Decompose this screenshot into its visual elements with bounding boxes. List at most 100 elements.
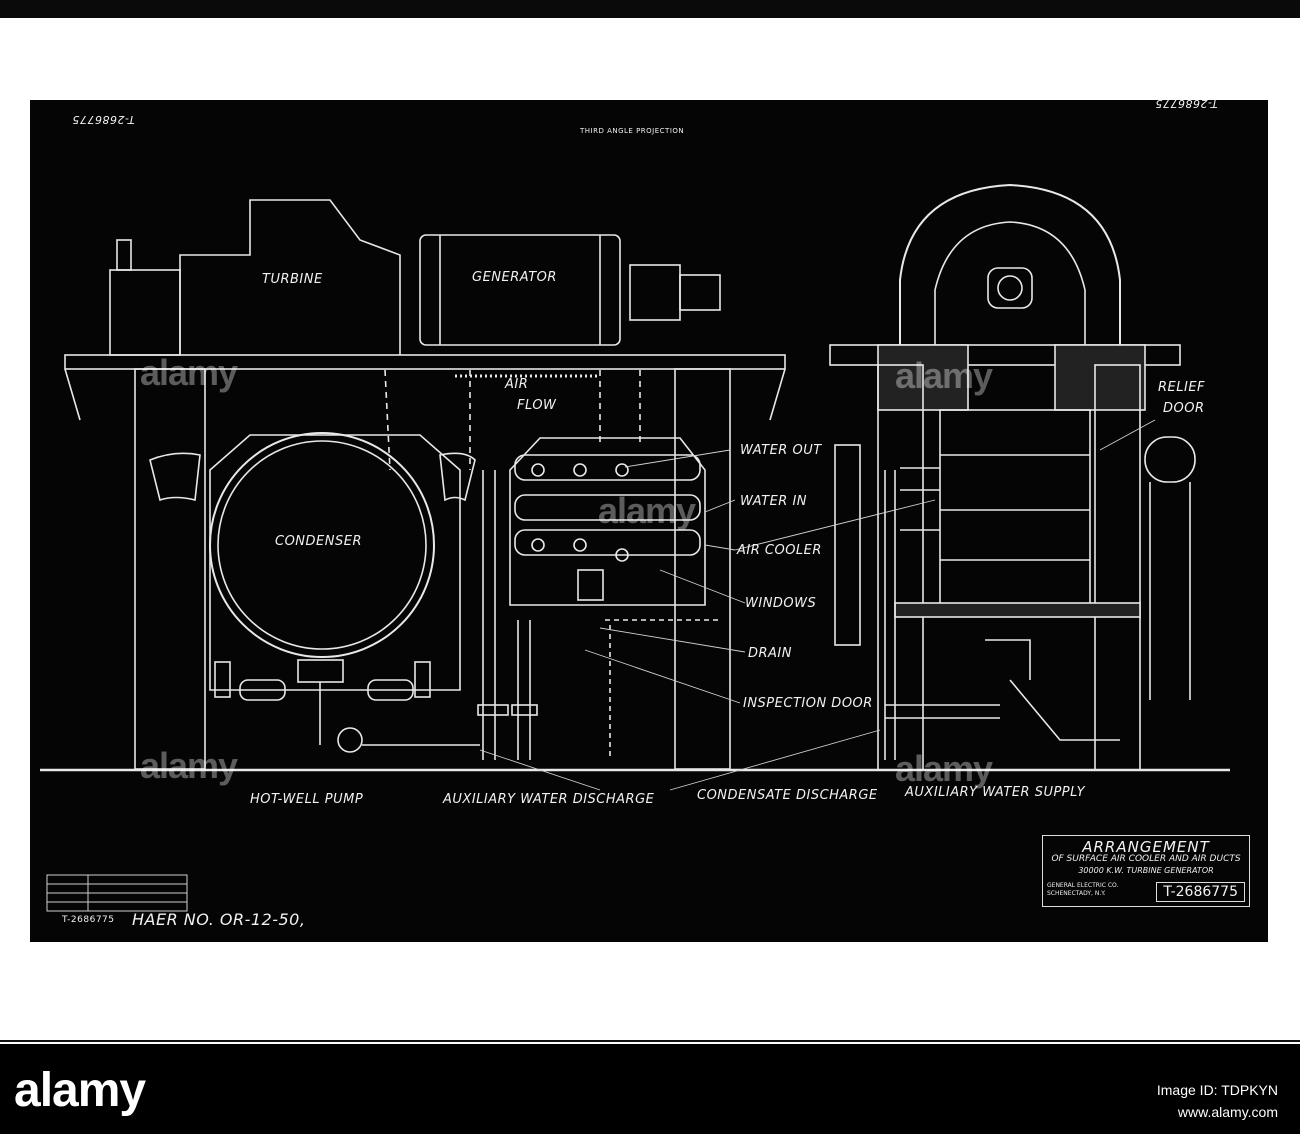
section-pipe-left [884, 470, 896, 760]
title-block-city: SCHENECTADY, N.Y. [1047, 890, 1106, 897]
footer-bar [0, 1044, 1300, 1134]
title-block-company: GENERAL ELECTRIC CO. [1047, 882, 1119, 889]
label-generator: GENERATOR [472, 270, 557, 285]
label-turbine: TURBINE [262, 272, 323, 287]
cooler-header-mid [514, 494, 701, 521]
cooler-header-top [514, 454, 701, 481]
condenser-shell [209, 432, 435, 658]
generator-frame [419, 234, 621, 346]
revision-block [46, 874, 188, 912]
support-left-1 [214, 661, 231, 698]
title-block-title: ARRANGEMENT [1082, 838, 1210, 856]
water-pipe-left [482, 470, 496, 760]
hotwell [297, 659, 344, 683]
label-air-cooler: AIR COOLER [737, 543, 822, 558]
governor-housing [109, 269, 181, 356]
label-water-in: WATER IN [740, 494, 808, 509]
condenser-shell-inner [217, 440, 427, 650]
label-air: AIR [505, 377, 529, 392]
exciter [629, 264, 681, 321]
tube-end-5 [573, 538, 587, 552]
air-duct-lines [384, 369, 641, 471]
air-cooler-housing [509, 437, 706, 606]
section-aux-pipe [885, 704, 1000, 719]
label-relief-door: DOOR [1163, 401, 1205, 416]
tube-end-6 [615, 548, 629, 562]
condenser-housing [209, 434, 461, 691]
projection-note: THIRD ANGLE PROJECTION [580, 127, 685, 135]
section-column-left [877, 364, 924, 771]
label-hot-well-pump: HOT-WELL PUMP [250, 792, 364, 807]
label-inspection-door: INSPECTION DOOR [743, 696, 873, 711]
tube-end-2 [573, 463, 587, 477]
watermark-1: alamy [140, 352, 238, 393]
label-condensate-discharge: CONDENSATE DISCHARGE [697, 788, 878, 803]
haer-number: HAER NO. OR-12-50, [132, 910, 306, 929]
turbine-casing [179, 199, 401, 355]
corner-number-left: T-2686775 [72, 113, 135, 126]
drain-line [605, 619, 720, 760]
deck-bracket-left [64, 368, 81, 421]
bottom-ref: T-2686775 [62, 915, 115, 925]
section-pipe-branches [900, 467, 940, 531]
relief-door [1144, 436, 1196, 483]
footer-image-id: Image ID: TDPKYN [1156, 1082, 1278, 1098]
title-block-subtitle: OF SURFACE AIR COOLER AND AIR DUCTS [1051, 854, 1241, 864]
watermark-3: alamy [598, 490, 696, 531]
footer-url: www.alamy.com [1177, 1104, 1278, 1120]
leader-lines [479, 419, 1156, 791]
label-water-out: WATER OUT [740, 443, 822, 458]
side-flap-right [439, 452, 476, 502]
label-flow: FLOW [517, 398, 557, 413]
cooler-drain-box [577, 569, 604, 601]
scan-edge-bottom [0, 1040, 1300, 1042]
title-block-line2: 30000 K.W. TURBINE GENERATOR [1078, 866, 1214, 875]
exciter-end [679, 274, 721, 311]
spring-right [367, 679, 414, 701]
foundation-column-1 [134, 368, 206, 770]
platform-deck [64, 354, 786, 370]
section-view [829, 183, 1196, 771]
section-deck [829, 344, 1181, 366]
tube-end-4 [531, 538, 545, 552]
corner-number-right: T-2686775 [1155, 97, 1218, 110]
valve-2 [511, 704, 538, 716]
deck-bracket-right [769, 368, 786, 421]
support-right-1 [414, 661, 431, 698]
section-bearing [997, 275, 1023, 301]
section-cooler [939, 409, 1091, 606]
section-floor-slab [894, 602, 1141, 618]
governor-stack [116, 239, 132, 271]
water-pipe-right [517, 620, 531, 760]
section-shaft [987, 267, 1033, 309]
hot-well-pump [337, 727, 363, 753]
footer-logo: alamy [14, 1064, 146, 1117]
concrete-block-right [1054, 344, 1146, 411]
title-block: ARRANGEMENT OF SURFACE AIR COOLER AND AI… [1042, 835, 1250, 907]
tube-end-3 [615, 463, 629, 477]
side-flap-left [149, 452, 201, 502]
section-condensate-pipe [985, 639, 1120, 741]
title-block-number: T-2686775 [1156, 882, 1245, 902]
foundation-column-2 [674, 368, 731, 770]
cooler-header-bottom [514, 529, 701, 556]
label-drain: DRAIN [748, 646, 792, 661]
section-column-right [1094, 364, 1141, 771]
valve-1 [477, 704, 509, 716]
scan-edge-top [0, 0, 1300, 18]
watermark-2: alamy [895, 355, 993, 396]
elevation-view [40, 199, 1230, 772]
spring-left [239, 679, 286, 701]
section-side-panel [834, 444, 861, 646]
blueprint-sheet [30, 100, 1268, 942]
label-aux-water-discharge: AUXILIARY WATER DISCHARGE [443, 792, 655, 807]
watermark-4: alamy [140, 745, 238, 786]
section-generator-hood [899, 183, 1121, 345]
section-generator-inner [934, 221, 1086, 345]
label-relief: RELIEF [1158, 380, 1206, 395]
tube-end-1 [531, 463, 545, 477]
label-condenser: CONDENSER [275, 534, 362, 549]
watermark-5: alamy [895, 748, 993, 789]
